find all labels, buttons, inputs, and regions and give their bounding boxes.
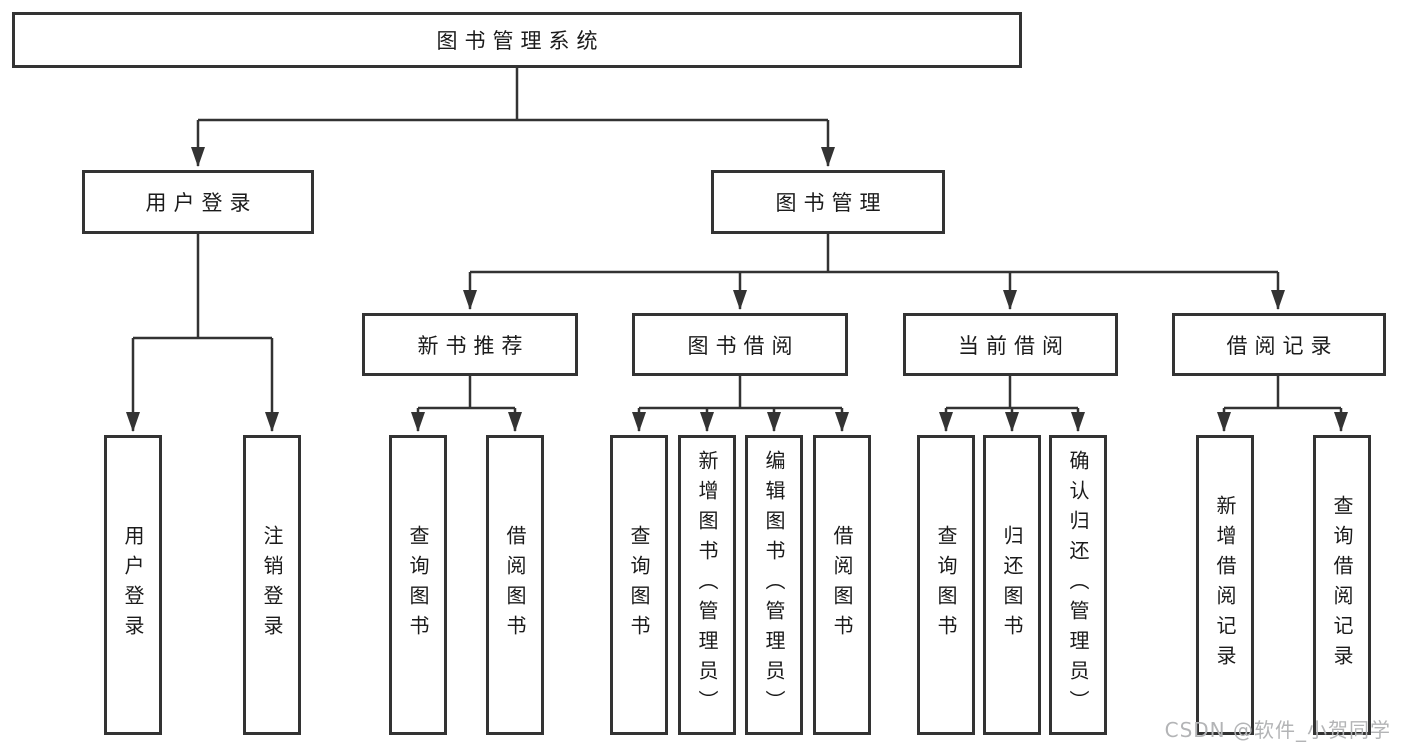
leaf-edit-books-admin: 编辑图书（管理员） — [745, 435, 803, 735]
leaf-add-books-admin: 新增图书（管理员） — [678, 435, 736, 735]
leaf-label: 查询图书 — [627, 525, 651, 645]
leaf-label: 用户登录 — [121, 525, 145, 645]
leaf-query-books-current: 查询图书 — [917, 435, 975, 735]
leaf-label: 新增图书（管理员） — [695, 450, 719, 720]
leaf-label: 借阅图书 — [830, 525, 854, 645]
node-book-borrowing: 图书借阅 — [632, 313, 848, 376]
leaf-label: 借阅图书 — [503, 525, 527, 645]
leaf-confirm-return-admin: 确认归还（管理员） — [1049, 435, 1107, 735]
node-borrowing-records: 借阅记录 — [1172, 313, 1386, 376]
node-root-system: 图书管理系统 — [12, 12, 1022, 68]
connector-newbook-to-leaves — [411, 376, 522, 432]
connector-borrow-to-leaves — [632, 376, 849, 432]
node-user-login: 用户登录 — [82, 170, 314, 234]
leaf-logout: 注销登录 — [243, 435, 301, 735]
watermark: CSDN @软件_小贺同学 — [1164, 718, 1391, 742]
connector-userlogin-to-leaves — [126, 234, 279, 432]
leaf-user-login: 用户登录 — [104, 435, 162, 735]
leaf-query-books-recommend: 查询图书 — [389, 435, 447, 735]
node-current-borrowing: 当前借阅 — [903, 313, 1118, 376]
leaf-label: 确认归还（管理员） — [1066, 450, 1090, 720]
node-new-book-recommend: 新书推荐 — [362, 313, 578, 376]
leaf-label: 归还图书 — [1000, 525, 1024, 645]
connector-current-to-leaves — [939, 376, 1085, 432]
leaf-label: 查询图书 — [934, 525, 958, 645]
connector-bookmgmt-to-level3 — [463, 234, 1285, 310]
node-book-management: 图书管理 — [711, 170, 945, 234]
leaf-label: 注销登录 — [260, 525, 284, 645]
leaf-label: 查询借阅记录 — [1330, 495, 1354, 675]
leaf-query-books-borrowing: 查询图书 — [610, 435, 668, 735]
connector-records-to-leaves — [1217, 376, 1348, 432]
leaf-query-borrow-record: 查询借阅记录 — [1313, 435, 1371, 735]
leaf-label: 编辑图书（管理员） — [762, 450, 786, 720]
leaf-label: 新增借阅记录 — [1213, 495, 1237, 675]
leaf-borrow-books-recommend: 借阅图书 — [486, 435, 544, 735]
leaf-add-borrow-record: 新增借阅记录 — [1196, 435, 1254, 735]
leaf-borrow-books-borrowing: 借阅图书 — [813, 435, 871, 735]
leaf-return-books: 归还图书 — [983, 435, 1041, 735]
leaf-label: 查询图书 — [406, 525, 430, 645]
connector-root-to-level2 — [191, 68, 835, 167]
